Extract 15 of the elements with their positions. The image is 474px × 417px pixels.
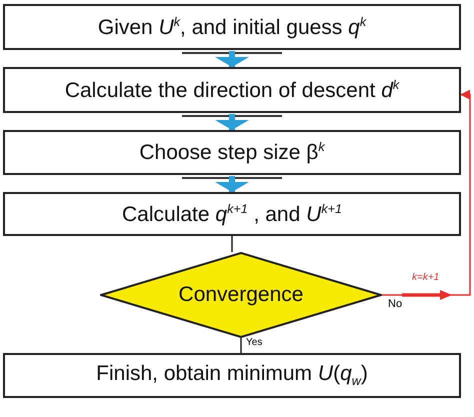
process-box: [3, 67, 461, 113]
edge-label: Yes: [246, 337, 262, 348]
step-text: Given U$^{k}$, and initial guess q$^{k}$: [98, 14, 366, 40]
decision-diamond: [100, 252, 382, 338]
step-text: Finish, obtain minimum U(q$_{w}$): [96, 362, 368, 389]
loop-note: k=k+1: [412, 272, 440, 283]
step-text: Choose step size β$^{k}$: [139, 140, 325, 165]
edge-label: No: [388, 298, 402, 310]
step-text: Calculate q$^{k+1}$ , and U$^{k+1}$: [122, 202, 342, 226]
process-box: [3, 192, 461, 236]
step-text: Calculate the direction of descent d$^{k}$: [64, 78, 400, 102]
decision-text: Convergence: [178, 283, 304, 307]
process-box: [3, 353, 461, 398]
process-box: [3, 130, 461, 175]
process-box: [3, 4, 461, 50]
